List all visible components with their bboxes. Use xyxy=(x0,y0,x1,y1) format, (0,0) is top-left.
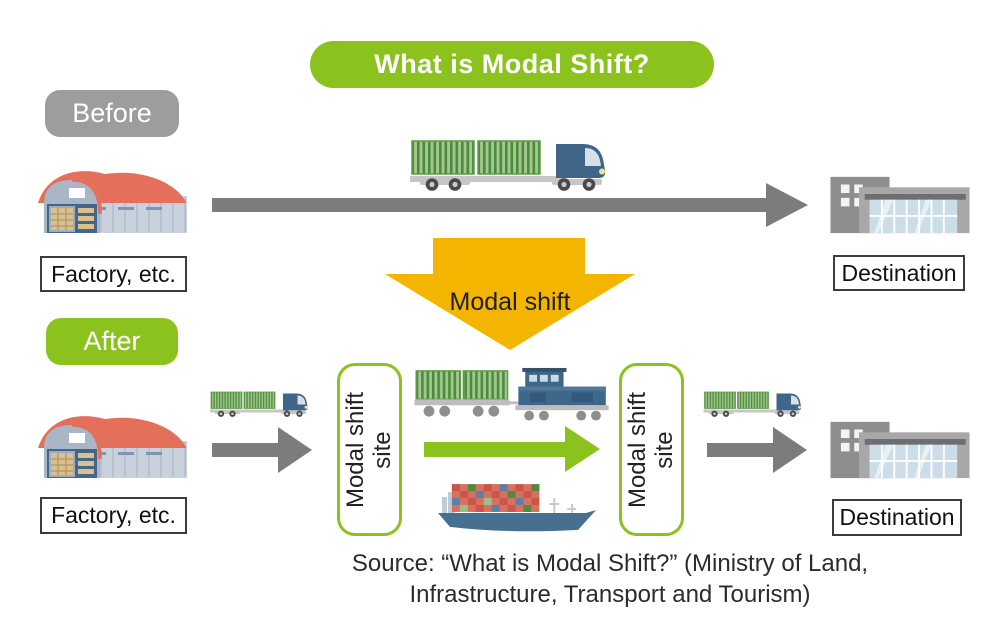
freight-train-icon xyxy=(413,366,610,421)
after-tag: After xyxy=(46,318,178,365)
arrow-right-icon xyxy=(707,427,807,473)
site-line2: site xyxy=(651,430,679,469)
title-banner: What is Modal Shift? xyxy=(310,41,714,88)
destination-building-icon xyxy=(830,174,970,235)
destination-label-text: Destination xyxy=(839,504,955,530)
modal-shift-site-box: Modal shift site xyxy=(619,363,684,536)
factory-label-text: Factory, etc. xyxy=(51,260,176,287)
factory-label-after: Factory, etc. xyxy=(40,497,187,534)
arrow-right-icon xyxy=(212,183,808,227)
source-line2: Infrastructure, Transport and Tourism) xyxy=(409,581,811,608)
destination-label-before: Destination xyxy=(833,255,965,291)
container-truck-icon xyxy=(703,388,804,417)
site-line2: site xyxy=(369,430,397,469)
arrow-right-icon xyxy=(424,426,600,472)
arrow-down-icon xyxy=(385,238,635,350)
source-line1: Source: “What is Modal Shift?” (Ministry… xyxy=(351,550,869,577)
site-line1: Modal shift xyxy=(624,391,652,508)
arrow-right-icon xyxy=(212,427,312,473)
destination-label-after: Destination xyxy=(832,499,962,536)
before-tag-label: Before xyxy=(72,98,152,128)
after-tag-label: After xyxy=(83,326,141,356)
modal-shift-site-text: Modal shift site xyxy=(343,391,397,507)
site-line1: Modal shift xyxy=(342,391,370,508)
source-attribution: Source: “What is Modal Shift?” (Ministry… xyxy=(280,548,940,610)
container-truck-icon xyxy=(210,388,310,417)
factory-icon xyxy=(33,170,187,234)
destination-label-text: Destination xyxy=(841,259,957,286)
container-truck-icon xyxy=(410,133,610,191)
page-title: What is Modal Shift? xyxy=(374,49,650,79)
modal-shift-site-box: Modal shift site xyxy=(337,363,402,536)
modal-shift-caption: Modal shift xyxy=(449,288,571,316)
factory-label-text: Factory, etc. xyxy=(51,502,176,528)
container-ship-icon xyxy=(436,477,599,533)
destination-building-icon xyxy=(830,419,970,480)
factory-icon xyxy=(33,415,187,479)
modal-shift-site-text: Modal shift site xyxy=(625,391,679,507)
factory-label-before: Factory, etc. xyxy=(40,256,187,292)
before-tag: Before xyxy=(45,90,179,137)
